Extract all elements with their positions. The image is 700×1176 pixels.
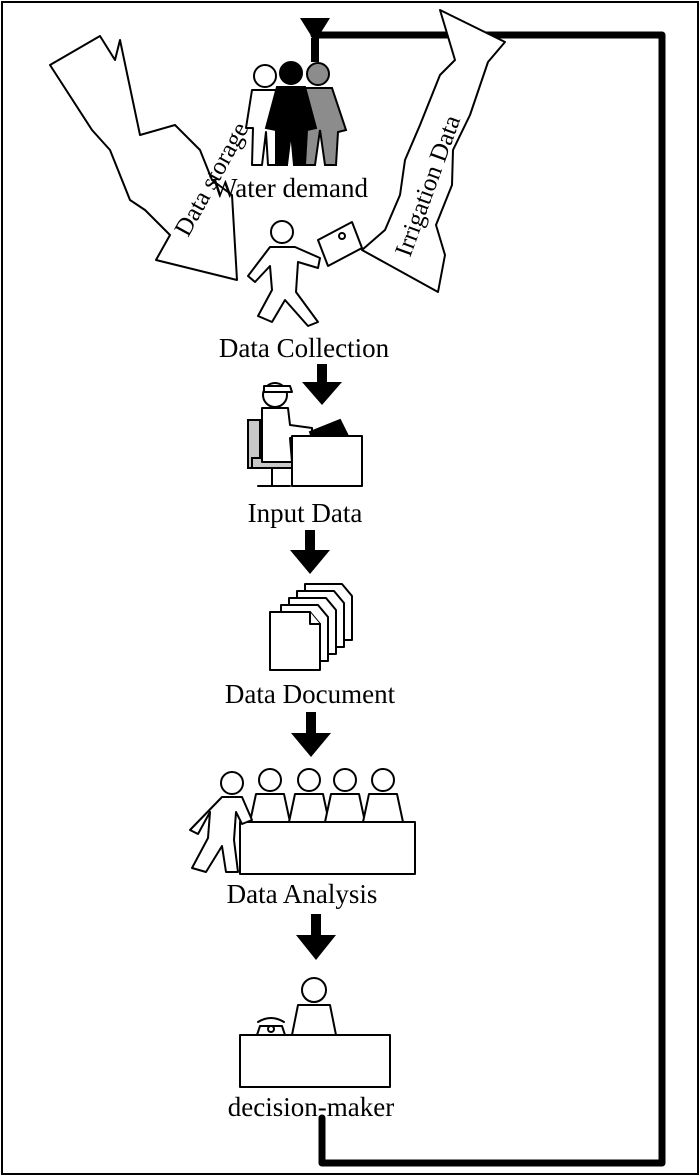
flow-arrow-2 [290, 530, 330, 574]
decision-maker-desk-icon [239, 977, 391, 1088]
feedback-loop-line [310, 31, 666, 1167]
input-data-operator-icon [247, 382, 363, 487]
input-data-label: Input Data [248, 498, 363, 528]
data-analysis-label: Data Analysis [227, 879, 378, 909]
data-collection-label: Data Collection [219, 333, 390, 363]
data-document-label: Data Document [225, 679, 396, 709]
flow-arrow-3 [291, 712, 331, 757]
flow-arrow-4 [296, 914, 336, 960]
water-demand-people-icon [245, 61, 348, 166]
irrigation-data-arrow: Irrigation Data [361, 9, 506, 293]
water-demand-label: Water demand [212, 173, 369, 203]
flow-arrow-1 [302, 364, 342, 405]
data-analysis-team-icon [189, 768, 416, 875]
feedback-arrowhead [300, 18, 330, 62]
decision-maker-label: decision-maker [228, 1092, 394, 1122]
data-storage-arrow: Data storage [49, 35, 254, 281]
data-document-stack-icon [269, 583, 353, 671]
data-collection-person-icon [247, 220, 363, 327]
